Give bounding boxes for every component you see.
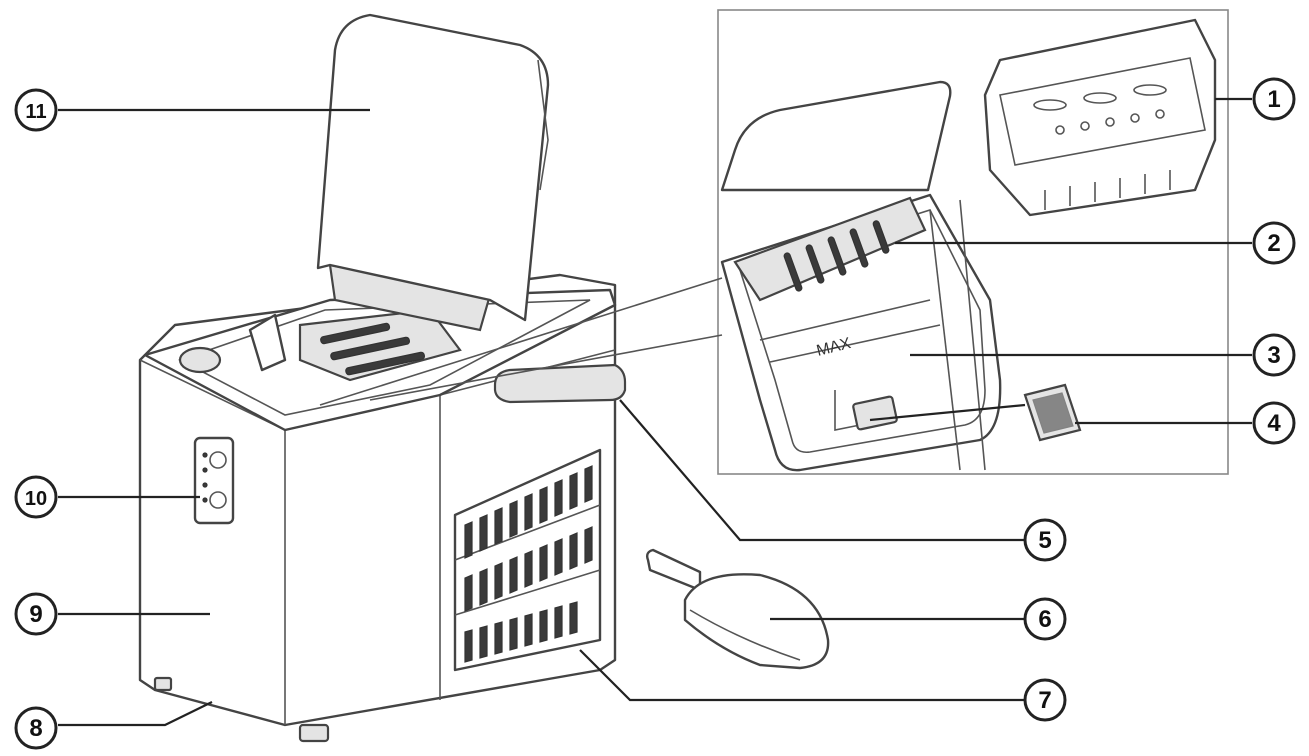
callout-1-label: 1 — [1267, 86, 1280, 113]
callout-2: 2 — [1252, 221, 1296, 265]
callout-10-label: 10 — [25, 488, 47, 510]
callout-2-label: 2 — [1267, 230, 1280, 257]
ice-scoop — [645, 548, 830, 670]
callout-7-label: 7 — [1038, 687, 1051, 714]
water-filter — [1023, 383, 1082, 442]
control-panel — [193, 436, 235, 525]
callout-6: 6 — [1023, 597, 1067, 641]
callout-7: 7 — [1023, 678, 1067, 722]
callout-5-label: 5 — [1038, 527, 1051, 554]
callout-11-label: 11 — [25, 101, 46, 123]
ice-basket — [983, 18, 1217, 217]
leader-lines — [58, 97, 1252, 727]
callout-1: 1 — [1252, 77, 1296, 121]
top-opening — [143, 263, 617, 432]
callout-9-label: 9 — [29, 601, 42, 628]
inset-lid — [720, 80, 952, 192]
callout-4: 4 — [1252, 401, 1296, 445]
feet — [153, 676, 330, 743]
zoom-guide-line — [369, 334, 723, 401]
callout-9: 9 — [14, 592, 58, 636]
lid — [316, 13, 550, 322]
callout-11: 11 — [14, 88, 58, 132]
callout-6-label: 6 — [1038, 606, 1051, 633]
callout-3-label: 3 — [1267, 342, 1280, 369]
callout-8: 8 — [14, 706, 58, 750]
zoom-guide-line — [319, 277, 723, 406]
side-handle — [493, 363, 627, 404]
callout-4-label: 4 — [1267, 410, 1281, 437]
callout-8-label: 8 — [29, 715, 42, 742]
vent-grille — [453, 448, 602, 672]
inset-evaporator — [733, 196, 927, 302]
callout-10: 10 — [14, 475, 58, 519]
callout-3: 3 — [1252, 333, 1296, 377]
callout-5: 5 — [1023, 518, 1067, 562]
